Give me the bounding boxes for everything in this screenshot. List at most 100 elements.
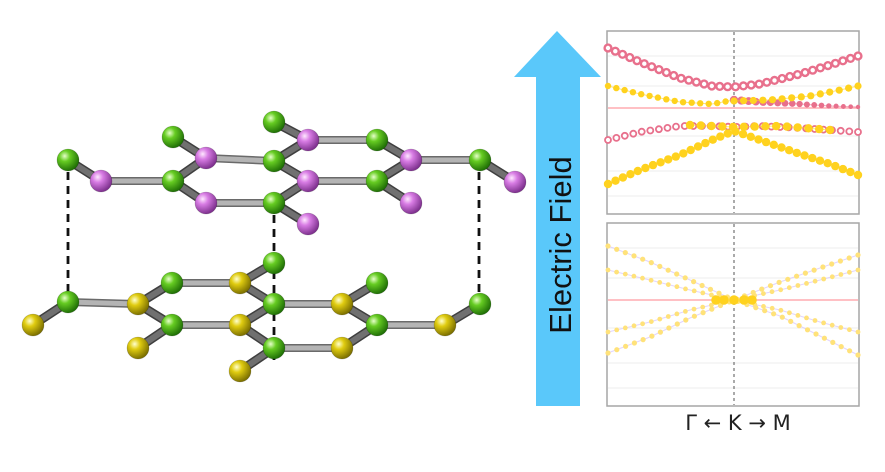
- green-atom: [468, 292, 492, 316]
- band-crossing-point: [739, 295, 749, 305]
- band-pink: [811, 101, 818, 108]
- band-yellow: [671, 97, 678, 105]
- band-pale-yellow: [622, 325, 628, 331]
- band-pale-yellow: [649, 333, 655, 339]
- band-pink: [777, 73, 787, 84]
- band-pale-yellow: [631, 323, 637, 329]
- band-yellow: [772, 121, 781, 131]
- band-pale-yellow: [674, 311, 680, 317]
- band-pale-yellow: [795, 313, 801, 318]
- band-pink: [853, 51, 863, 61]
- band-yellow: [671, 152, 680, 161]
- band-panel-top: [603, 30, 863, 215]
- band-pale-yellow: [640, 275, 645, 281]
- atoms: [21, 110, 527, 383]
- band-pale-yellow: [812, 318, 818, 323]
- green-atom: [160, 313, 184, 337]
- band-pale-yellow: [759, 286, 765, 292]
- band-pale-yellow: [804, 327, 811, 333]
- band-yellow: [831, 161, 840, 171]
- band-pale-yellow: [779, 314, 785, 320]
- bond: [65, 299, 141, 307]
- band-pale-yellow: [666, 325, 672, 331]
- band-pale-yellow: [682, 275, 688, 281]
- band-yellow: [797, 93, 805, 101]
- magenta-atom: [296, 128, 320, 152]
- band-pale-yellow: [665, 267, 671, 273]
- green-atom: [365, 313, 389, 337]
- band-pale-yellow: [623, 343, 629, 349]
- band-yellow: [853, 170, 863, 180]
- band-pale-yellow: [813, 331, 819, 337]
- magenta-atom: [296, 212, 320, 236]
- band-pale-yellow: [665, 314, 671, 319]
- band-pink: [620, 131, 629, 140]
- band-pale-yellow: [796, 323, 802, 329]
- band-yellow: [835, 86, 843, 94]
- band-pale-yellow: [665, 282, 671, 287]
- band-yellow: [749, 96, 757, 105]
- band-pale-yellow: [700, 304, 706, 310]
- band-pink: [818, 102, 825, 109]
- band-pink: [854, 128, 862, 136]
- band-pale-yellow: [622, 250, 628, 256]
- band-yellow: [701, 138, 710, 148]
- band-pale-yellow: [605, 329, 611, 335]
- band-yellow: [816, 90, 824, 98]
- field-arrow-shaft: [536, 76, 580, 406]
- band-pale-yellow: [847, 269, 852, 275]
- green-atom: [56, 290, 80, 314]
- band-yellow: [823, 159, 832, 168]
- band-yellow: [685, 120, 695, 130]
- band-pale-yellow: [847, 327, 852, 333]
- band-yellow: [705, 100, 712, 108]
- band-yellow: [761, 122, 770, 131]
- band-pale-yellow: [691, 306, 697, 312]
- band-pale-yellow: [683, 309, 688, 314]
- band-pale-yellow: [700, 310, 706, 316]
- field-arrow-head: [514, 31, 601, 77]
- band-panel-top-bands: [603, 43, 863, 189]
- band-panel-bottom: [605, 222, 861, 407]
- band-pink: [800, 67, 810, 78]
- band-panel-top-frame: [606, 30, 860, 215]
- band-yellow: [750, 122, 759, 131]
- band-pink: [612, 133, 621, 142]
- band-pink: [785, 71, 795, 82]
- band-pale-yellow: [830, 339, 836, 345]
- band-pale-yellow: [855, 267, 861, 273]
- band-yellow: [800, 151, 809, 160]
- band-yellow: [708, 135, 717, 144]
- band-pale-yellow: [787, 310, 792, 316]
- band-pink: [823, 60, 833, 71]
- band-pale-yellow: [674, 284, 680, 290]
- band-yellow: [825, 125, 835, 135]
- band-pale-yellow: [776, 279, 782, 285]
- band-pale-yellow: [674, 321, 680, 327]
- yellow-atom: [21, 313, 45, 337]
- green-atom: [262, 191, 286, 215]
- band-yellow: [740, 97, 748, 105]
- band-yellow: [604, 82, 612, 90]
- band-yellow: [679, 149, 688, 158]
- yellow-atom: [228, 359, 252, 383]
- band-pale-yellow: [605, 350, 611, 356]
- band-yellow: [716, 132, 725, 141]
- band-yellow: [738, 129, 748, 139]
- field-arrow-label: Electric Field: [543, 156, 578, 333]
- green-atom: [262, 336, 286, 360]
- magenta-atom: [89, 169, 113, 193]
- band-pale-yellow: [683, 286, 688, 292]
- band-pale-yellow: [837, 258, 844, 264]
- yellow-atom: [228, 313, 252, 337]
- band-pink: [762, 77, 772, 87]
- band-pink: [646, 126, 655, 135]
- band-pink: [769, 75, 780, 86]
- band-yellow: [696, 121, 705, 130]
- band-pink: [833, 103, 839, 109]
- band-pale-yellow: [802, 270, 809, 276]
- band-pink: [663, 124, 672, 132]
- band-pale-yellow: [847, 348, 853, 354]
- band-pink: [730, 82, 741, 92]
- band-pale-yellow: [605, 243, 611, 249]
